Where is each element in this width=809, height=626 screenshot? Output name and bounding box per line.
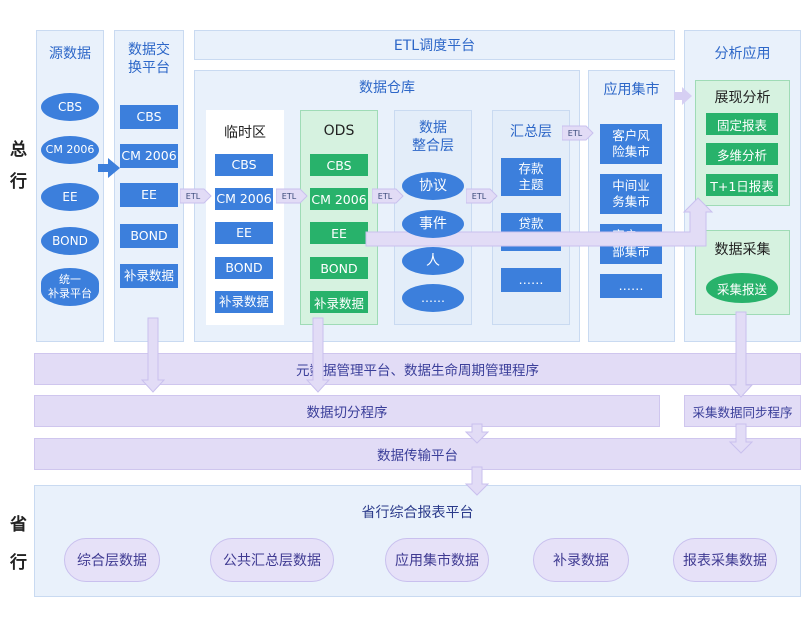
etl-schedule-title: ETL调度平台 — [393, 38, 476, 54]
source-data-title: 源数据 — [49, 46, 91, 62]
etl-arrow-shape — [562, 125, 594, 141]
app-mart-customer: 客户一 部集市 — [600, 224, 662, 264]
app-mart-title: 应用集市 — [603, 82, 660, 98]
etl-label: ETL — [567, 128, 583, 138]
data-collect-title: 数据采集 — [714, 242, 771, 258]
summary-loan: 贷款 主题 — [501, 213, 561, 251]
source-cbs-label: CBS — [57, 100, 83, 114]
collect-submit-ellipse: 采集报送 — [706, 273, 778, 303]
exchange-ee: EE — [120, 183, 178, 207]
exchange-title: 数据交 换平台 — [128, 42, 170, 76]
temp-cm2006: CM 2006 — [215, 188, 273, 210]
etl-arrow-shape — [180, 188, 212, 204]
province-composite-layer: 综合层数据 — [64, 538, 160, 582]
integration-more: …… — [402, 284, 464, 312]
exchange-bond: BOND — [120, 224, 178, 248]
source-bond-label: BOND — [52, 234, 88, 248]
ods-title: ODS — [323, 123, 355, 139]
province-report-collect: 报表采集数据 — [673, 538, 777, 582]
source-ee-cylinder: EE — [41, 183, 99, 211]
ods-cm2006: CM 2006 — [310, 188, 368, 210]
source-cm2006-label: CM 2006 — [45, 143, 95, 156]
source-cm2006-cylinder: CM 2006 — [41, 136, 99, 164]
app-mart-intermediate: 中间业 务集市 — [600, 174, 662, 214]
ods-ee: EE — [310, 222, 368, 244]
exchange-cbs: CBS — [120, 105, 178, 129]
etl-arrow-shape — [372, 188, 404, 204]
source-unified-label: 统一 补录平台 — [48, 273, 92, 300]
ods-bond: BOND — [310, 257, 368, 279]
temp-supplement: 补录数据 — [215, 291, 273, 313]
etl-arrow-shape — [276, 188, 308, 204]
province-supplement-data: 补录数据 — [533, 538, 629, 582]
etl-arrow-integration-summary: ETL — [466, 187, 498, 205]
summary-more: …… — [501, 268, 561, 292]
sync-program-bar: 采集数据同步程序 — [684, 395, 801, 427]
side-label-zonghang-2: 行 — [10, 172, 27, 192]
side-label-shenghang-1: 省 — [10, 515, 27, 535]
source-ee-label: EE — [62, 190, 78, 204]
etl-arrow-temp-ods: ETL — [276, 187, 308, 205]
data-transfer-bar: 数据传输平台 — [34, 438, 801, 470]
data-split-bar: 数据切分程序 — [34, 395, 660, 427]
integration-person: 人 — [402, 247, 464, 275]
analysis-title: 分析应用 — [714, 46, 771, 62]
source-cbs-cylinder: CBS — [41, 93, 99, 121]
multi-dim-analysis: 多维分析 — [706, 143, 778, 165]
summary-deposit: 存款 主题 — [501, 158, 561, 196]
warehouse-title: 数据仓库 — [359, 80, 415, 96]
ods-cbs: CBS — [310, 154, 368, 176]
etl-schedule-bar: ETL调度平台 — [194, 30, 675, 60]
app-mart-more: …… — [600, 274, 662, 298]
exchange-supplement: 补录数据 — [120, 264, 178, 288]
ods-supplement: 补录数据 — [310, 291, 368, 313]
etl-arrow-exchange-temp: ETL — [180, 187, 212, 205]
source-bond-cylinder: BOND — [41, 227, 99, 255]
etl-label: ETL — [185, 191, 201, 201]
integration-event: 事件 — [402, 210, 464, 238]
etl-label: ETL — [377, 191, 393, 201]
integration-title: 数据 整合层 — [412, 120, 454, 154]
side-label-shenghang-2: 行 — [10, 553, 27, 573]
source-unified-cylinder: 统一 补录平台 — [41, 268, 99, 306]
display-analysis-title: 展现分析 — [714, 90, 771, 106]
temp-bond: BOND — [215, 257, 273, 279]
temp-zone-title: 临时区 — [224, 125, 266, 141]
province-public-summary: 公共汇总层数据 — [210, 538, 334, 582]
fixed-report: 固定报表 — [706, 113, 778, 135]
exchange-cm2006: CM 2006 — [120, 144, 178, 168]
ods-panel: ODS — [300, 110, 378, 325]
etl-label: ETL — [281, 191, 297, 201]
summary-title: 汇总层 — [510, 124, 552, 140]
temp-cbs: CBS — [215, 154, 273, 176]
integration-agreement: 协议 — [402, 172, 464, 200]
metadata-platform-bar: 元数据管理平台、数据生命周期管理程序 — [34, 353, 801, 385]
temp-zone-panel: 临时区 — [206, 110, 284, 325]
etl-arrow-summary-mart: ETL — [562, 124, 594, 142]
app-mart-risk: 客户风 险集市 — [600, 124, 662, 164]
province-title: 省行综合报表平台 — [361, 505, 474, 521]
etl-arrow-ods-integration: ETL — [372, 187, 404, 205]
side-label-zonghang-1: 总 — [10, 140, 27, 160]
province-app-mart-data: 应用集市数据 — [385, 538, 489, 582]
etl-arrow-shape — [466, 188, 498, 204]
etl-label: ETL — [471, 191, 487, 201]
t1-daily-report: T+1日报表 — [706, 174, 778, 196]
temp-ee: EE — [215, 222, 273, 244]
